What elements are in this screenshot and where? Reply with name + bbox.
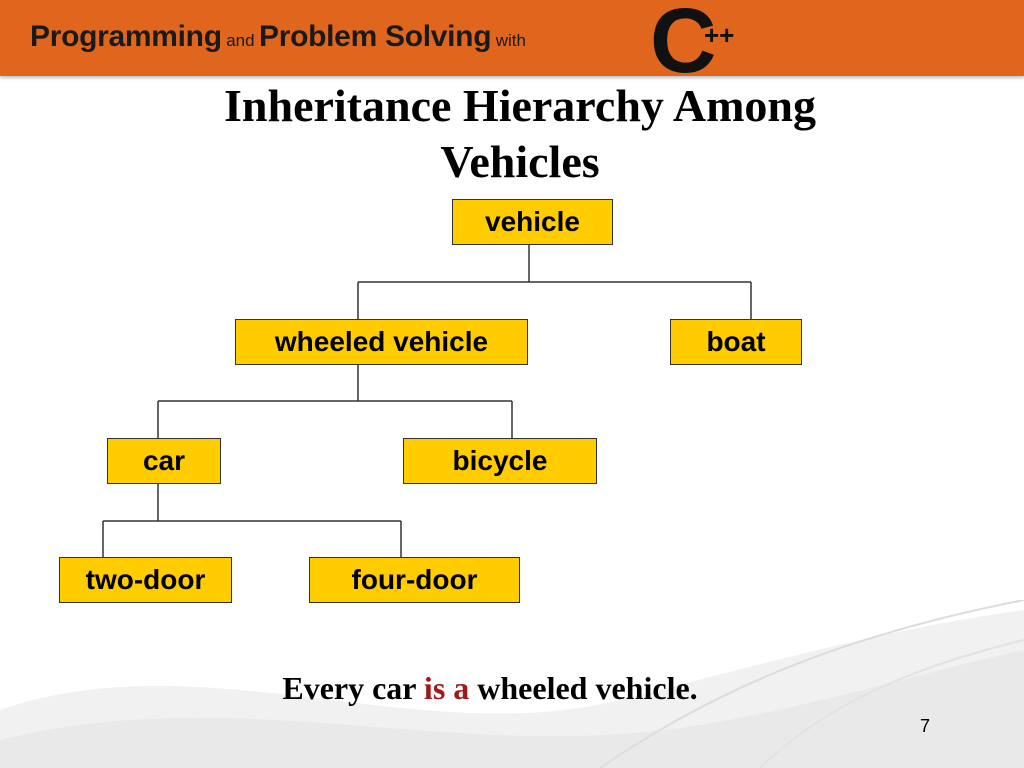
banner-and: and bbox=[226, 31, 255, 50]
caption: Every car is a wheeled vehicle. bbox=[0, 670, 980, 707]
banner-with: with bbox=[495, 31, 526, 50]
caption-suffix: wheeled vehicle. bbox=[469, 670, 698, 706]
title-line-1: Inheritance Hierarchy Among bbox=[224, 80, 816, 131]
background-swoosh bbox=[0, 600, 1024, 768]
header-banner: Programming and Problem Solving with C +… bbox=[0, 0, 1024, 76]
page-number: 7 bbox=[920, 716, 931, 736]
caption-prefix: Every car bbox=[282, 670, 424, 706]
caption-highlight: is a bbox=[423, 670, 470, 706]
slide-title: Inheritance Hierarchy Among Vehicles bbox=[0, 78, 1024, 190]
cpp-logo: C ++ bbox=[650, 0, 734, 76]
node-car: car bbox=[107, 438, 221, 484]
node-two-door: two-door bbox=[59, 557, 232, 603]
node-boat: boat bbox=[670, 319, 802, 365]
banner-problem-solving: Problem Solving bbox=[259, 20, 492, 53]
logo-c: C bbox=[650, 0, 716, 76]
banner-programming: Programming bbox=[30, 20, 222, 53]
node-wheeled-vehicle: wheeled vehicle bbox=[235, 319, 528, 365]
logo-plusplus: ++ bbox=[704, 20, 734, 50]
node-vehicle: vehicle bbox=[452, 199, 613, 245]
node-four-door: four-door bbox=[309, 557, 520, 603]
title-line-2: Vehicles bbox=[440, 136, 600, 187]
node-bicycle: bicycle bbox=[403, 438, 597, 484]
book-title: Programming and Problem Solving with bbox=[30, 20, 526, 54]
